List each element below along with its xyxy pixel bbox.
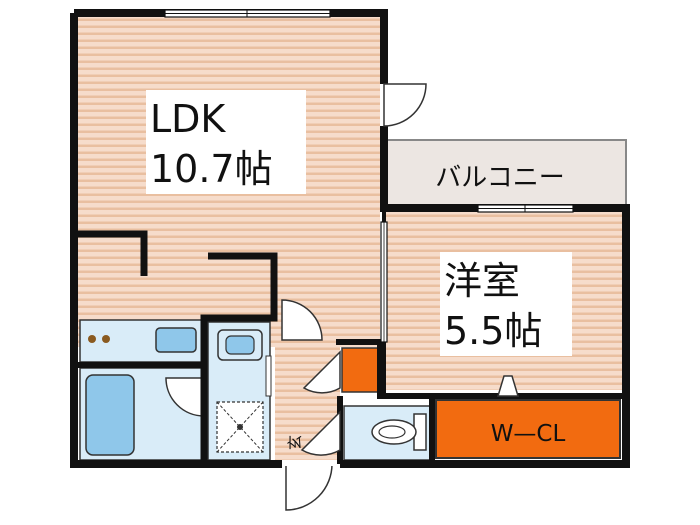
hall-storage <box>341 347 379 393</box>
ldk-door-swing <box>281 299 323 341</box>
ldk-size: 10.7帖 <box>150 147 273 191</box>
wash-door <box>265 355 272 397</box>
balcony-label: バルコニー <box>435 163 564 193</box>
ldk-name: LDK <box>150 97 226 141</box>
bathtub-icon <box>85 374 135 456</box>
windows <box>164 9 574 343</box>
yoshitsu-size: 5.5帖 <box>444 309 542 353</box>
stove-burner-icon <box>88 335 96 343</box>
wcl-label: W—CL <box>491 421 566 447</box>
yoshitsu-label-box <box>440 252 572 356</box>
kitchen-sink-icon <box>155 327 197 353</box>
closet-door-mark <box>496 375 520 397</box>
storage-door-swing <box>302 350 341 394</box>
wcl-storage <box>435 399 621 459</box>
washbasin-bowl <box>225 335 255 355</box>
yoshitsu-name: 洋室 <box>444 259 520 303</box>
balcony-door-swing <box>383 83 427 127</box>
stove-burner-icon <box>102 335 110 343</box>
ldk-label-box <box>146 90 306 194</box>
genkan-label: 玄 <box>286 435 304 450</box>
balcony-floor <box>385 139 627 207</box>
doors <box>281 83 520 511</box>
toilet-door-swing <box>300 410 341 456</box>
entrance-door-swing <box>285 463 333 511</box>
